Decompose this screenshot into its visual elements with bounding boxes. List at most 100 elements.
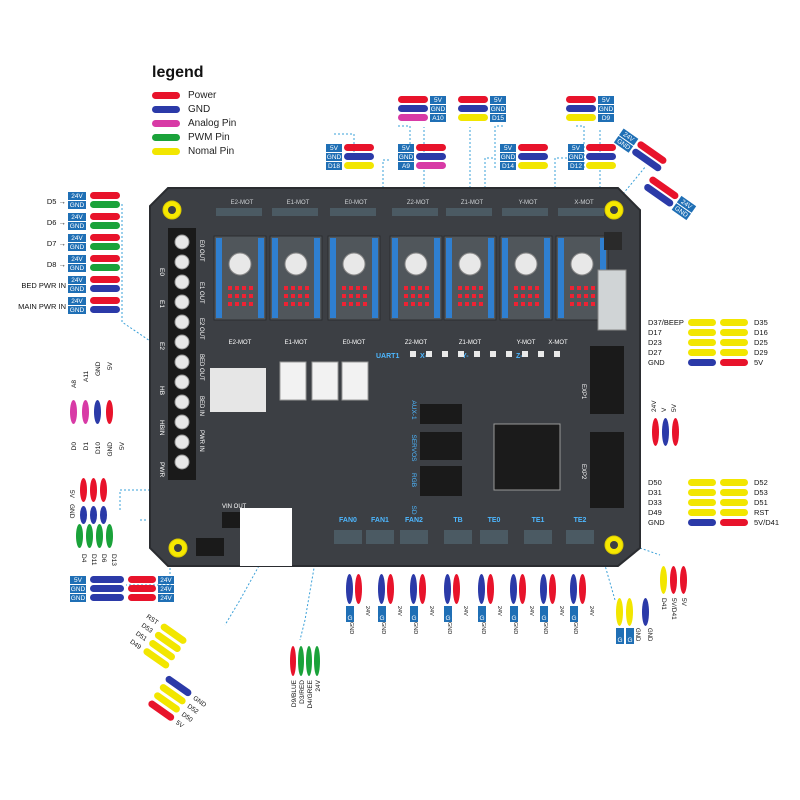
left-output-24v-label-text: 24V (71, 277, 83, 284)
exp2-header (590, 432, 624, 508)
second-endstop-pin-label-text: D14 (502, 163, 514, 170)
top-endstop-group-pill (458, 96, 488, 103)
corner-power-pill (649, 176, 679, 200)
driver-capacitor (458, 252, 482, 276)
left-output-label: MAIN PWR IN (18, 302, 66, 311)
driver-pin-strip (434, 238, 440, 318)
thermistor-pill (660, 566, 667, 594)
vin-out-label: VIN OUT (222, 504, 247, 510)
legend-label: Analog Pin (188, 117, 237, 129)
top-endstop-group-pin-label-text: D9 (602, 115, 611, 122)
second-endstop-pin-label-box (326, 144, 342, 152)
exp2-pinout-right-pill (720, 489, 748, 496)
jumper-pin (342, 286, 346, 290)
endstop-pin (474, 351, 480, 357)
second-endstop-pin-label-box (398, 144, 414, 152)
power-header (604, 232, 622, 250)
top-endstop-group-pin-label-box (430, 96, 446, 104)
top-endstop-group-pin-label-box (490, 105, 506, 113)
jumper-pin (305, 286, 309, 290)
jumper-pin (349, 302, 353, 306)
vin-block-24v-label-text: 24V (160, 586, 172, 593)
motor-label-bottom: E0-MOT (343, 340, 366, 346)
left-output-label: D8 → (47, 260, 66, 269)
left-output-24v-label-text: 24V (71, 298, 83, 305)
motor-connector (272, 208, 318, 216)
jumper-pin (577, 294, 581, 298)
motor-label-top: E1-MOT (287, 200, 310, 206)
exp2-pinout-right-pill (720, 509, 748, 516)
driver-capacitor (228, 252, 252, 276)
jumper-pin (591, 294, 595, 298)
endstop-label: Y- (462, 353, 469, 360)
leader-line (494, 125, 505, 168)
exp1-pinout-left-pill (688, 339, 716, 346)
terminal-screw (174, 254, 190, 270)
driver-pin-strip (216, 238, 222, 318)
second-endstop-pin-label-box (326, 153, 342, 161)
analog-block-pill (70, 400, 77, 424)
top-endstop-group-pin-label-box (598, 105, 614, 113)
terminal-screw (174, 334, 190, 350)
exp2-pinout-right-label: D51 (754, 498, 768, 507)
rgb-block-label: D3/RED (299, 680, 306, 704)
top-endstop-group-pill (566, 96, 596, 103)
jumper-pin (418, 294, 422, 298)
rgb-block-label: D4/GREE (307, 679, 314, 708)
driver-pin-strip (314, 238, 320, 318)
fan-connector (524, 530, 552, 544)
top-endstop-group-pin-label-text: 5V (602, 97, 611, 104)
endstop-pin (554, 351, 560, 357)
analog-block-label: A11 (83, 371, 90, 382)
terminal-screw (174, 434, 190, 450)
fan-pin-g-label-text: G (479, 615, 484, 622)
fan-24v-label: 24V (462, 606, 468, 616)
left-output-power-pill (90, 234, 120, 241)
exp1-pinout-right-pill (720, 339, 748, 346)
left-output-24v-label-box (68, 297, 86, 305)
left-output-gnd-label-text: GND (70, 244, 85, 251)
left-output-pill (90, 243, 120, 250)
jumper-pin (235, 294, 239, 298)
vin-gnd-pill (90, 576, 124, 583)
endstop-pin (442, 351, 448, 357)
top-endstop-group-pill (566, 114, 596, 121)
left-output-power-pill (90, 213, 120, 220)
endstop-pin (426, 351, 432, 357)
left-output-pill (90, 222, 120, 229)
exp2-pinout-right-pill (720, 479, 748, 486)
sd-block-pill (160, 623, 187, 644)
thermistor-label: D41 (660, 598, 667, 610)
driver-capacitor (342, 252, 366, 276)
legend-item: PWM Pin (152, 130, 236, 144)
thermistor-pill (670, 566, 677, 594)
servo-power-pill (90, 478, 97, 502)
exp2-pinout-left-pill (688, 499, 716, 506)
left-output-gnd-label-box (68, 264, 86, 272)
legend-title: legend (152, 64, 204, 81)
exp2-pinout-left-pill (688, 519, 716, 526)
exp2-pinout-left-label: D31 (648, 488, 662, 497)
exp1-pinout-left-label: D17 (648, 328, 662, 337)
exp2-label: EXP2 (580, 464, 586, 480)
fan-pin-g-label-text: G (541, 615, 546, 622)
thermistor-pill (626, 598, 633, 626)
vin-block-pin-label-box (70, 576, 86, 584)
second-endstop-pin-label-text: GND (327, 154, 342, 161)
legend-item: Nomal Pin (152, 144, 236, 158)
jumper-pin (228, 294, 232, 298)
jumper-pin (528, 286, 532, 290)
driver-pin-strip (392, 238, 398, 318)
second-endstop-pill (416, 153, 446, 160)
second-endstop-pin-label-text: 5V (572, 145, 581, 152)
left-output-24v-label-text: 24V (71, 193, 83, 200)
jumper-pin (291, 294, 295, 298)
jumper-pin (528, 302, 532, 306)
